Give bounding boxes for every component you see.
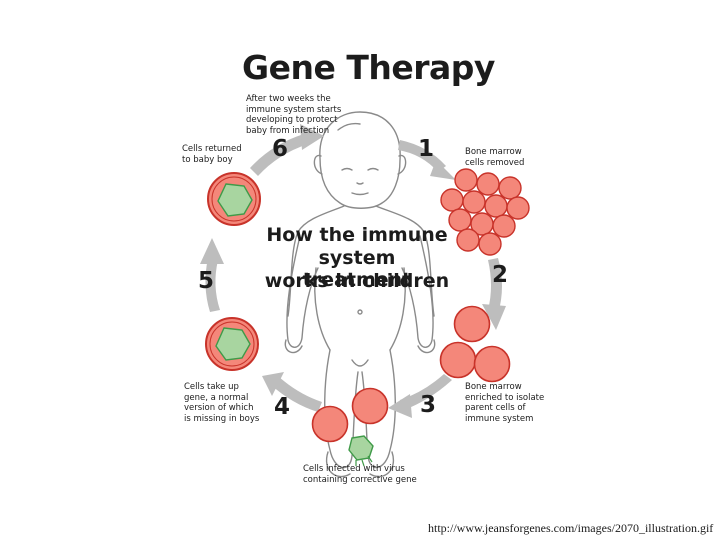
bone-marrow-cell — [498, 176, 522, 200]
step-number-2: 2 — [492, 262, 509, 288]
caption-line: parent cells of — [465, 403, 526, 413]
bone-marrow-cell — [492, 214, 516, 238]
caption-line: is missing in boys — [184, 413, 260, 424]
caption-line: Cells take up — [184, 382, 239, 392]
baby-illustration — [284, 111, 436, 478]
caption-line: gene, a normal — [184, 392, 249, 403]
caption-line: baby from infection — [246, 125, 330, 136]
bone-marrow-cell-cluster — [440, 168, 530, 256]
gene-cell-step-6 — [207, 172, 261, 226]
virus-hexagon — [348, 435, 374, 467]
caption-line: Cells infected with virus — [303, 464, 405, 474]
arrow-step-4 — [262, 372, 322, 412]
caption-line: version of which — [184, 403, 254, 413]
enriched-cells — [439, 305, 511, 383]
step-number-4: 4 — [274, 394, 291, 420]
caption-immune-system: After two weeks the immune system starts… — [246, 94, 341, 136]
arrow-step-5 — [200, 238, 224, 312]
bone-marrow-cell — [448, 208, 472, 232]
bone-marrow-cell — [484, 194, 508, 218]
caption-line: immune system — [465, 413, 534, 424]
caption-line: Cells returned — [182, 144, 242, 154]
caption-line: Bone marrow — [465, 147, 522, 157]
bone-marrow-cell — [506, 196, 530, 220]
gene-cell-step-5 — [205, 317, 259, 371]
caption-step-4: Cells take up gene, a normal version of … — [184, 382, 259, 424]
parent-cells — [311, 387, 389, 443]
caption-virus: Cells infected with virus containing cor… — [303, 464, 417, 485]
caption-line: Bone marrow — [465, 382, 522, 392]
caption-line: to baby boy — [182, 154, 233, 165]
caption-line: immune system starts — [246, 104, 342, 115]
arrow-step-3 — [388, 374, 452, 418]
center-text-line-2: system treatment — [302, 247, 412, 291]
bone-marrow-cell — [440, 188, 464, 212]
page-title: Gene Therapy — [242, 48, 495, 87]
center-text-line-1: How the immune — [266, 224, 448, 246]
center-text-line-3: works in children — [264, 270, 450, 292]
caption-step-1: Bone marrow cells removed — [465, 147, 524, 168]
step-number-3: 3 — [420, 392, 437, 418]
bone-marrow-cell — [454, 168, 478, 192]
bone-marrow-cell — [478, 232, 502, 256]
caption-line: After two weeks the — [246, 94, 331, 104]
arrow-step-2 — [482, 258, 506, 330]
caption-line: cells removed — [465, 157, 525, 168]
arrow-step-6 — [250, 124, 324, 176]
step-number-6: 6 — [272, 136, 289, 162]
step-number-5: 5 — [198, 268, 215, 294]
caption-line: enriched to isolate — [465, 392, 545, 403]
bone-marrow-cell — [456, 228, 480, 252]
caption-line: developing to protect — [246, 115, 338, 125]
caption-step-3: Bone marrow enriched to isolate parent c… — [465, 382, 544, 424]
source-url: http://www.jeansforgenes.com/images/2070… — [428, 521, 714, 535]
arrow-step-1 — [398, 140, 456, 180]
bone-marrow-cell — [476, 172, 500, 196]
step-number-1: 1 — [418, 136, 435, 162]
cycle-arrows — [200, 124, 506, 418]
bone-marrow-cell — [462, 190, 486, 214]
caption-step-6: Cells returned to baby boy — [182, 144, 242, 165]
caption-line: containing corrective gene — [303, 474, 417, 485]
